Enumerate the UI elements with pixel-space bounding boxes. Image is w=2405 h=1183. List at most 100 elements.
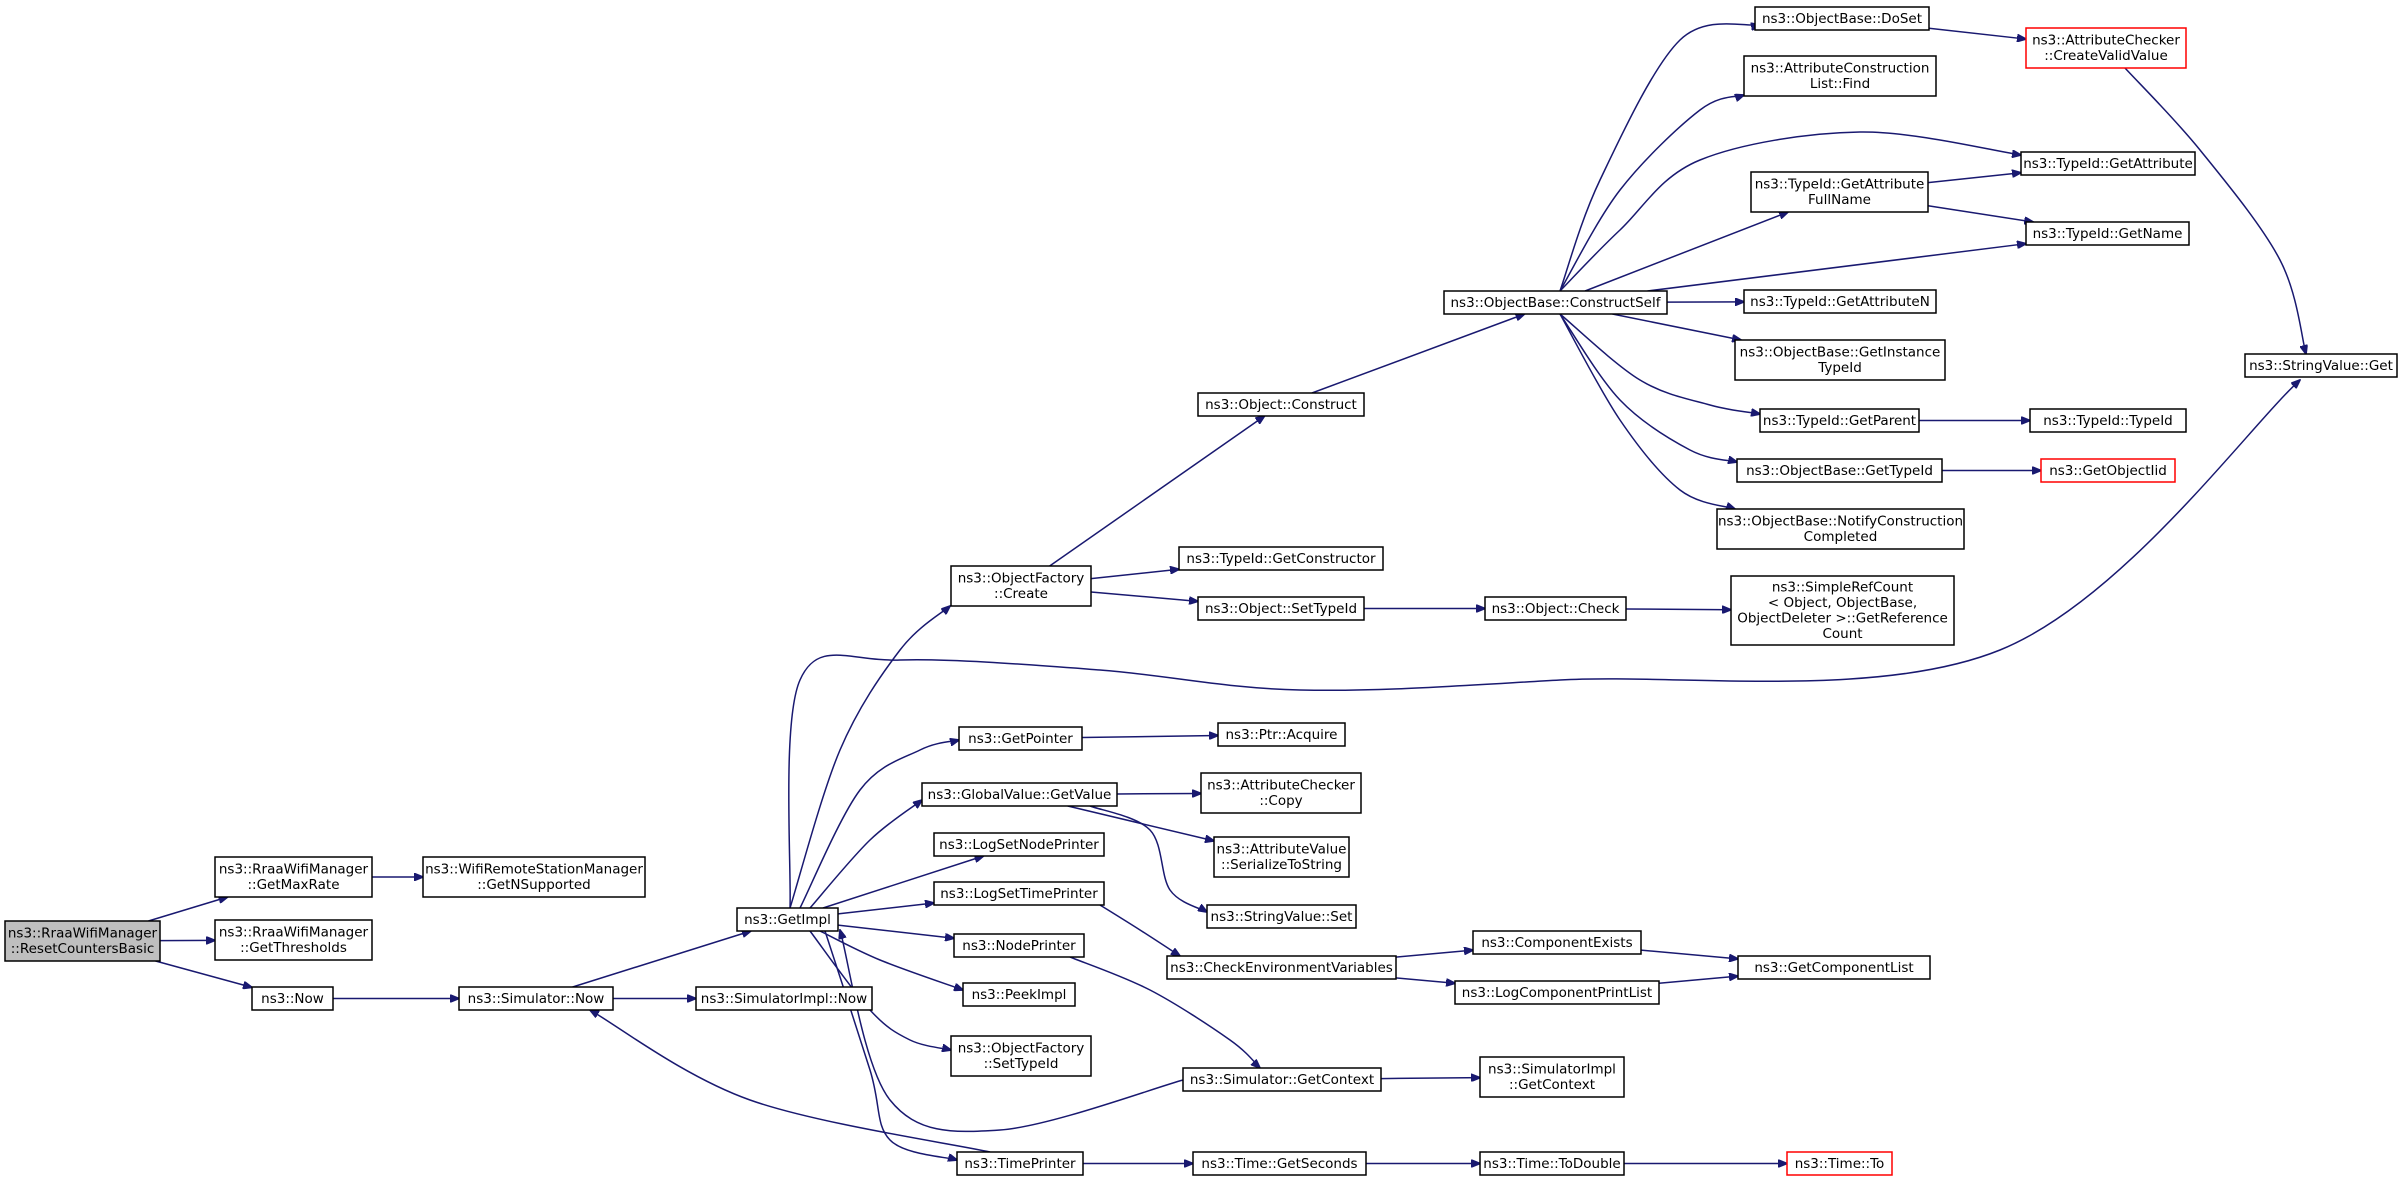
- node-peekimpl[interactable]: ns3::PeekImpl: [962, 982, 1076, 1007]
- node-box[interactable]: [1182, 1067, 1382, 1092]
- node-box[interactable]: [1786, 1151, 1893, 1176]
- node-box[interactable]: [1166, 955, 1397, 980]
- node-box[interactable]: [1730, 575, 1955, 646]
- node-nodeprinter[interactable]: ns3::NodePrinter: [953, 933, 1085, 958]
- node-box[interactable]: [962, 982, 1076, 1007]
- node-box[interactable]: [1734, 339, 1946, 381]
- node-simnow[interactable]: ns3::Simulator::Now: [458, 986, 614, 1011]
- node-box[interactable]: [422, 856, 646, 898]
- node-constructself[interactable]: ns3::ObjectBase::ConstructSelf: [1443, 290, 1668, 315]
- node-getobjtypeid[interactable]: ns3::ObjectBase::GetTypeId: [1736, 458, 1943, 483]
- node-objcheck[interactable]: ns3::Object::Check: [1484, 596, 1627, 621]
- node-box[interactable]: [2020, 151, 2196, 176]
- node-getpointer[interactable]: ns3::GetPointer: [958, 726, 1083, 751]
- node-box[interactable]: [950, 1035, 1092, 1077]
- node-logsetnodeprinter[interactable]: ns3::LogSetNodePrinter: [933, 832, 1105, 857]
- node-box[interactable]: [695, 986, 873, 1011]
- node-box[interactable]: [1206, 904, 1357, 929]
- node-doset[interactable]: ns3::ObjectBase::DoSet: [1754, 6, 1930, 31]
- node-box[interactable]: [1754, 6, 1930, 31]
- node-box[interactable]: [2025, 27, 2187, 69]
- node-stringvalueset[interactable]: ns3::StringValue::Set: [1206, 904, 1357, 929]
- node-box[interactable]: [1479, 1151, 1625, 1176]
- node-box[interactable]: [956, 1151, 1084, 1176]
- node-timeto[interactable]: ns3::Time::To: [1786, 1151, 1893, 1176]
- node-box[interactable]: [933, 832, 1105, 857]
- node-box[interactable]: [1750, 171, 1929, 213]
- node-getname[interactable]: ns3::TypeId::GetName: [2025, 221, 2190, 246]
- node-getmaxrate[interactable]: ns3::RraaWifiManager::GetMaxRate: [214, 856, 373, 898]
- node-box[interactable]: [214, 856, 373, 898]
- node-notifyconstruction[interactable]: ns3::ObjectBase::NotifyConstructionCompl…: [1716, 508, 1965, 550]
- node-box[interactable]: [1472, 930, 1642, 955]
- node-box[interactable]: [1736, 458, 1943, 483]
- node-box[interactable]: [1217, 722, 1346, 747]
- node-simgetcontext[interactable]: ns3::Simulator::GetContext: [1182, 1067, 1382, 1092]
- node-box[interactable]: [1192, 1151, 1367, 1176]
- node-getattribute[interactable]: ns3::TypeId::GetAttribute: [2020, 151, 2196, 176]
- node-componentexists[interactable]: ns3::ComponentExists: [1472, 930, 1642, 955]
- node-box[interactable]: [2025, 221, 2190, 246]
- node-getthresholds[interactable]: ns3::RraaWifiManager::GetThresholds: [214, 919, 373, 961]
- node-box[interactable]: [1454, 980, 1660, 1005]
- node-ptracquire[interactable]: ns3::Ptr::Acquire: [1217, 722, 1346, 747]
- node-box[interactable]: [933, 881, 1105, 906]
- node-gvgetvalue[interactable]: ns3::GlobalValue::GetValue: [921, 782, 1118, 807]
- node-box[interactable]: [958, 726, 1083, 751]
- node-box[interactable]: [1759, 408, 1920, 433]
- node-objsettypeid[interactable]: ns3::Object::SetTypeId: [1197, 596, 1365, 621]
- node-getattrn[interactable]: ns3::TypeId::GetAttributeN: [1743, 289, 1937, 314]
- node-box[interactable]: [214, 919, 373, 961]
- node-box[interactable]: [1479, 1056, 1625, 1098]
- node-getnsupported[interactable]: ns3::WifiRemoteStationManager::GetNSuppo…: [422, 856, 646, 898]
- node-simimplgetcontext[interactable]: ns3::SimulatorImpl::GetContext: [1479, 1056, 1625, 1098]
- node-box[interactable]: [458, 986, 614, 1011]
- node-stringvalueget[interactable]: ns3::StringValue::Get: [2244, 353, 2398, 378]
- node-timeprinter[interactable]: ns3::TimePrinter: [956, 1151, 1084, 1176]
- node-box[interactable]: [1743, 289, 1937, 314]
- node-box[interactable]: [1737, 955, 1931, 980]
- node-box[interactable]: [1484, 596, 1627, 621]
- node-box[interactable]: [1213, 836, 1350, 878]
- node-getimpl[interactable]: ns3::GetImpl: [736, 907, 839, 932]
- node-ofcreate[interactable]: ns3::ObjectFactory::Create: [950, 565, 1092, 607]
- node-box[interactable]: [950, 565, 1092, 607]
- node-logcomponentprintlist[interactable]: ns3::LogComponentPrintList: [1454, 980, 1660, 1005]
- node-reset[interactable]: ns3::RraaWifiManager::ResetCountersBasic: [4, 920, 161, 962]
- node-getrefcount[interactable]: ns3::SimpleRefCount< Object, ObjectBase,…: [1730, 575, 1955, 646]
- node-box[interactable]: [1197, 392, 1365, 417]
- node-box[interactable]: [4, 920, 161, 962]
- node-getparent[interactable]: ns3::TypeId::GetParent: [1759, 408, 1920, 433]
- node-serializetostring[interactable]: ns3::AttributeValue::SerializeToString: [1213, 836, 1350, 878]
- node-typeidtypeid[interactable]: ns3::TypeId::TypeId: [2029, 408, 2187, 433]
- node-simimplnow[interactable]: ns3::SimulatorImpl::Now: [695, 986, 873, 1011]
- node-objconstruct[interactable]: ns3::Object::Construct: [1197, 392, 1365, 417]
- node-accopy[interactable]: ns3::AttributeChecker::Copy: [1200, 772, 1362, 814]
- node-box[interactable]: [2244, 353, 2398, 378]
- node-getcomponentlist[interactable]: ns3::GetComponentList: [1737, 955, 1931, 980]
- node-getconstructor[interactable]: ns3::TypeId::GetConstructor: [1178, 546, 1384, 571]
- node-ofsettypeid[interactable]: ns3::ObjectFactory::SetTypeId: [950, 1035, 1092, 1077]
- node-box[interactable]: [921, 782, 1118, 807]
- node-box[interactable]: [1200, 772, 1362, 814]
- node-box[interactable]: [736, 907, 839, 932]
- node-box[interactable]: [2040, 458, 2176, 483]
- node-logsettimeprinter[interactable]: ns3::LogSetTimePrinter: [933, 881, 1105, 906]
- node-now[interactable]: ns3::Now: [251, 986, 334, 1011]
- node-box[interactable]: [251, 986, 334, 1011]
- node-box[interactable]: [1743, 55, 1937, 97]
- node-getobjectiid[interactable]: ns3::GetObjectIid: [2040, 458, 2176, 483]
- node-createvalid[interactable]: ns3::AttributeChecker::CreateValidValue: [2025, 27, 2187, 69]
- node-timetodouble[interactable]: ns3::Time::ToDouble: [1479, 1151, 1625, 1176]
- node-box[interactable]: [1716, 508, 1965, 550]
- node-box[interactable]: [2029, 408, 2187, 433]
- node-box[interactable]: [953, 933, 1085, 958]
- node-box[interactable]: [1178, 546, 1384, 571]
- node-timegetseconds[interactable]: ns3::Time::GetSeconds: [1192, 1151, 1367, 1176]
- node-checkenv[interactable]: ns3::CheckEnvironmentVariables: [1166, 955, 1397, 980]
- node-box[interactable]: [1443, 290, 1668, 315]
- node-box[interactable]: [1197, 596, 1365, 621]
